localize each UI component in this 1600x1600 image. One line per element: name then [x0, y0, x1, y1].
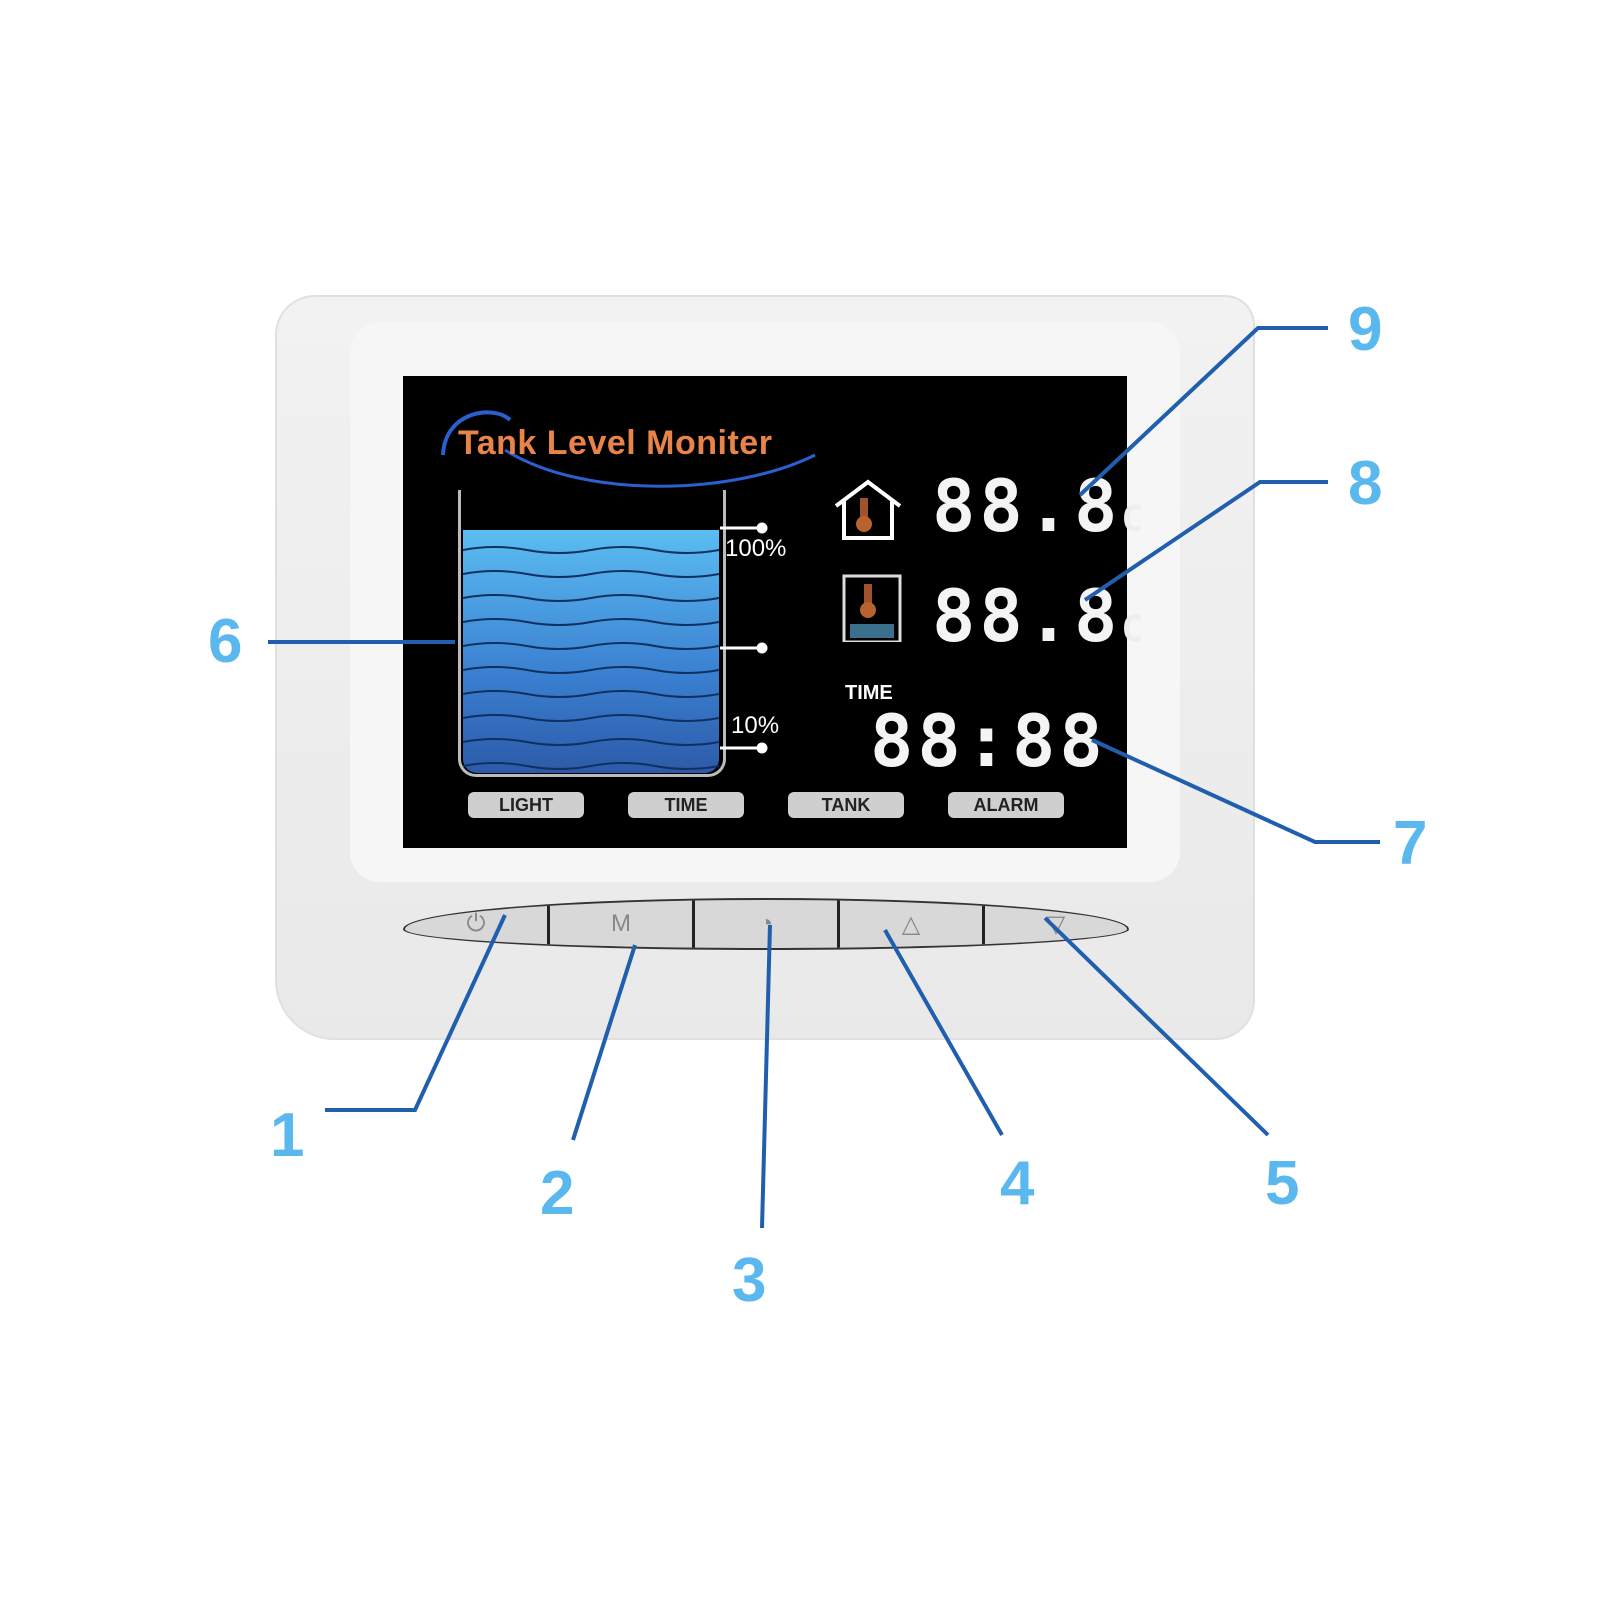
callout-6: 6 [208, 607, 243, 676]
callout-1: 1 [270, 1101, 305, 1170]
callout-5: 5 [1265, 1149, 1300, 1218]
tank-outline [458, 490, 726, 777]
level-markers [720, 522, 768, 754]
wave-line [462, 690, 720, 698]
callout-line-2 [571, 944, 637, 1141]
tag-alarm: ALARM [948, 792, 1064, 818]
callout-line-4 [883, 929, 1004, 1136]
clock-readout: 88:88 [870, 699, 1107, 783]
time-label: TIME [845, 682, 893, 704]
indoor-temp-readout: 88.8C [932, 470, 1147, 542]
up-icon: △ [901, 910, 921, 938]
level-10-label: 10% [731, 712, 780, 739]
screen-title: Tank Level Moniter [458, 424, 773, 462]
wave-line [462, 666, 720, 674]
callout-7: 7 [1393, 809, 1428, 878]
water-temp-value: 88.8 [932, 574, 1122, 658]
tag-time: TIME [628, 792, 744, 818]
button-bar: ⏻ M ◔ △ ▽ [403, 898, 1129, 950]
water-level-fill [462, 530, 720, 773]
wave-line [462, 738, 720, 746]
water-waves [462, 546, 720, 770]
title-swoosh [441, 410, 816, 488]
up-button[interactable]: △ [840, 900, 985, 948]
water-temp-readout: 88.8C [932, 580, 1147, 652]
power-icon: ⏻ [466, 910, 486, 937]
tag-tank: TANK [788, 792, 904, 818]
callout-line-7 [1091, 738, 1380, 844]
callout-line-5 [1043, 916, 1270, 1137]
level-100-label: 100% [725, 535, 787, 562]
mode-icon: M [611, 910, 631, 937]
wave-line [462, 762, 720, 770]
indoor-temp-unit: C [1121, 499, 1148, 540]
callout-3: 3 [732, 1246, 767, 1315]
wave-line [462, 546, 720, 554]
callout-2: 2 [540, 1159, 575, 1228]
wave-line [462, 618, 720, 626]
callout-8: 8 [1348, 449, 1383, 518]
wave-line [462, 570, 720, 578]
tank-thermometer-icon [842, 574, 902, 642]
wave-line [462, 714, 720, 722]
callout-line-8 [1083, 480, 1328, 602]
callout-line-1 [325, 914, 507, 1112]
tag-light: LIGHT [468, 792, 584, 818]
power-button[interactable]: ⏻ [405, 900, 550, 948]
house-thermometer-icon [834, 479, 902, 540]
wave-line [462, 594, 720, 602]
mode-button[interactable]: M [550, 900, 695, 948]
callout-line-3 [760, 924, 772, 1229]
water-temp-unit: C [1121, 609, 1148, 650]
indoor-temp-value: 88.8 [932, 464, 1122, 548]
callout-line-9 [1078, 326, 1328, 497]
callout-4: 4 [1000, 1149, 1035, 1218]
callout-9: 9 [1348, 295, 1383, 364]
wave-line [462, 642, 720, 650]
